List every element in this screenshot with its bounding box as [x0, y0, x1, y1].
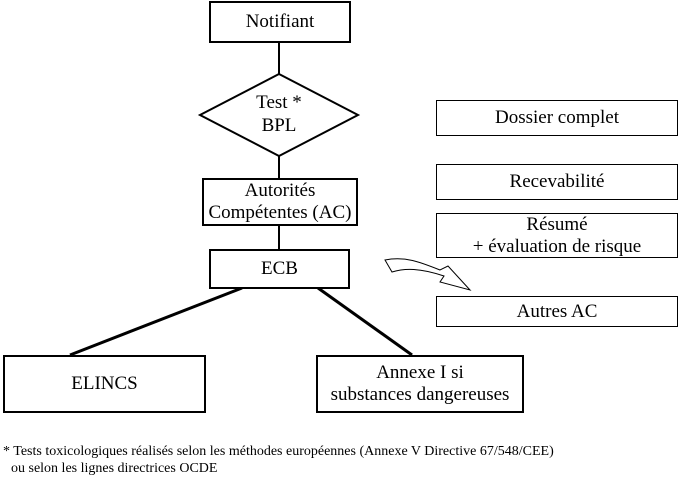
connector-ecb-annexe: [317, 286, 413, 357]
connector-ecb-elincs: [69, 286, 243, 357]
ac-box: Autorités Compétentes (AC): [202, 178, 358, 226]
recevabilite-box: Recevabilité: [436, 164, 678, 200]
recevabilite-label: Recevabilité: [509, 171, 605, 193]
notifiant-label: Notifiant: [245, 11, 315, 33]
resume-label-line2: + évaluation de risque: [472, 235, 642, 257]
autres-ac-label: Autres AC: [516, 300, 598, 322]
footnote-line1: * Tests toxicologiques réalisés selon le…: [3, 444, 554, 459]
annexe-box: Annexe I si substances dangereuses: [316, 355, 524, 413]
resume-label-line1: Résumé: [526, 213, 588, 235]
ac-label-line2: Compétentes (AC): [208, 202, 352, 223]
notifiant-box: Notifiant: [209, 1, 351, 43]
test-bpl-label: Test * BPL: [219, 92, 339, 138]
annexe-label-line1: Annexe I si: [376, 362, 464, 384]
dossier-complet-label: Dossier complet: [494, 107, 619, 129]
curved-arrow-icon: [384, 258, 472, 291]
test-label: Test *: [256, 92, 302, 113]
resume-box: Résumé + évaluation de risque: [436, 213, 678, 258]
autres-ac-box: Autres AC: [436, 296, 678, 327]
ecb-label: ECB: [261, 258, 298, 280]
dossier-complet-box: Dossier complet: [436, 100, 678, 136]
annexe-label-line2: substances dangereuses: [330, 384, 510, 405]
bpl-label: BPL: [261, 114, 297, 136]
ac-label-line1: Autorités: [244, 180, 316, 202]
elincs-label: ELINCS: [71, 373, 138, 395]
test-bpl-diamond: [197, 72, 361, 158]
ecb-box: ECB: [209, 249, 350, 289]
footnote-line2: ou selon les lignes directrices OCDE: [11, 461, 218, 476]
elincs-box: ELINCS: [3, 355, 206, 413]
